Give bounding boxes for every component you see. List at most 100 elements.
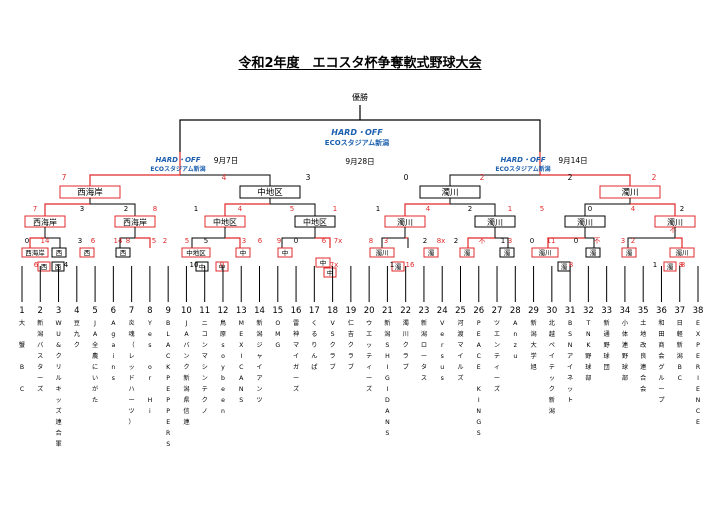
team-name-char: ル <box>457 364 463 371</box>
team-name-char: ス <box>421 375 427 382</box>
svg-text:9: 9 <box>277 237 281 245</box>
svg-text:濁: 濁 <box>504 248 511 257</box>
team-number: 5 <box>92 306 97 316</box>
team-name-char: 潟 <box>384 330 390 338</box>
team-name-char: S <box>568 331 572 338</box>
team-name-char: G <box>275 342 280 349</box>
team-name-char: 信 <box>183 407 189 415</box>
svg-text:濁川: 濁川 <box>441 187 458 198</box>
team-name-char: A <box>184 331 189 338</box>
svg-text:5: 5 <box>540 205 544 213</box>
team-name-char: ッ <box>129 364 135 371</box>
svg-text:8: 8 <box>681 261 685 269</box>
team-name-char: 渡 <box>457 330 463 338</box>
team-name-char: 野 <box>585 352 591 360</box>
team-name-char: N <box>385 419 390 426</box>
team-name-char: ッ <box>55 397 61 404</box>
team-name-char: H <box>148 397 153 404</box>
svg-text:中地区: 中地区 <box>213 217 237 227</box>
svg-text:4: 4 <box>238 205 243 213</box>
team-name-char: K <box>166 364 171 371</box>
team-name-char: 炎 <box>129 320 135 327</box>
team-name-char: マ <box>457 342 463 349</box>
team-name-char: s <box>148 342 151 349</box>
team-name-char: n <box>513 331 517 338</box>
svg-text:14: 14 <box>114 237 123 245</box>
team-name-char: テ <box>366 353 372 360</box>
team-name-char: タ <box>37 363 43 371</box>
team-name-char: I <box>386 386 388 393</box>
team-name-char: M <box>239 320 244 327</box>
team-name-char: C <box>477 353 481 360</box>
team-name-char: 球 <box>622 363 629 371</box>
team-name-char: A <box>93 331 98 338</box>
team-name-char: ー <box>421 353 427 360</box>
team-name-char: 神 <box>293 330 299 338</box>
svg-text:4: 4 <box>631 205 636 213</box>
team-name-char: a <box>111 342 115 349</box>
team-name-char: い <box>92 375 98 382</box>
svg-text:8: 8 <box>126 237 130 245</box>
team-name-char: o <box>221 353 225 360</box>
team-name-char: E <box>166 386 170 393</box>
svg-text:西: 西 <box>84 249 91 257</box>
svg-text:西: 西 <box>120 249 127 257</box>
team-name-char: 潟 <box>530 330 536 338</box>
team-name-char: 潟 <box>183 385 189 393</box>
svg-text:2: 2 <box>124 205 128 213</box>
team-name-char: イ <box>549 353 555 360</box>
svg-text:中地区: 中地区 <box>257 187 283 198</box>
team-name-char: ズ <box>366 385 372 393</box>
team-name-char: D <box>385 397 390 404</box>
team-name-char: V <box>330 320 335 327</box>
svg-text:0: 0 <box>294 237 298 245</box>
svg-text:3: 3 <box>242 237 246 245</box>
team-name-char: 団 <box>604 364 610 371</box>
team-name-char: P <box>166 408 170 415</box>
team-name-char: ク <box>330 342 336 349</box>
team-name-char: 全 <box>92 341 99 349</box>
team-name-char: & <box>56 342 61 349</box>
team-name-char: 軽 <box>677 330 684 338</box>
team-name-char: 濁 <box>403 319 409 327</box>
round1-boxes: 西 西 中 中 中 濁 濁 濁 <box>37 261 677 278</box>
team-number: 27 <box>492 306 503 316</box>
team-name-char: A <box>477 342 482 349</box>
svg-text:濁川: 濁川 <box>667 217 683 227</box>
team-name-char: s <box>221 342 224 349</box>
team-name-char: ニ <box>202 320 208 327</box>
team-name-char: E <box>696 419 700 426</box>
svg-text:7x: 7x <box>330 261 339 269</box>
svg-text:濁: 濁 <box>626 248 633 257</box>
team-name-char: E <box>696 320 700 327</box>
team-name-char: 潟 <box>37 330 43 338</box>
final-date: 9月28日 <box>345 157 374 166</box>
svg-text:中地区: 中地区 <box>186 248 206 257</box>
team-name-char: G <box>385 375 390 382</box>
team-name-char: 連 <box>183 418 190 426</box>
team-name-char: ー <box>293 375 299 382</box>
team-name-char: i <box>149 408 151 415</box>
team-name-char: 連 <box>55 418 62 426</box>
team-name-char: s <box>441 353 444 360</box>
team-name-char: 新 <box>37 319 43 327</box>
team-name-char: 改 <box>640 341 646 349</box>
team-name-char: ペ <box>549 342 555 349</box>
svg-text:14: 14 <box>41 237 50 245</box>
team-name-char: 野 <box>622 352 628 360</box>
svg-text:1: 1 <box>390 261 394 269</box>
team-name-char: A <box>166 342 171 349</box>
team-name-char: C <box>696 408 700 415</box>
team-name-char: P <box>477 320 481 327</box>
team-number: 16 <box>291 306 302 316</box>
team-name-char: ク <box>55 353 61 360</box>
team-name-char: 農 <box>92 352 98 360</box>
team-name-char: ロ <box>421 342 427 349</box>
svg-text:7: 7 <box>33 205 37 213</box>
team-name-char: A <box>385 408 390 415</box>
team-name-char: ズ <box>494 385 500 393</box>
svg-text:3: 3 <box>508 237 512 245</box>
team-name-char: ズ <box>457 374 463 382</box>
team-name-char: ラ <box>330 353 336 360</box>
